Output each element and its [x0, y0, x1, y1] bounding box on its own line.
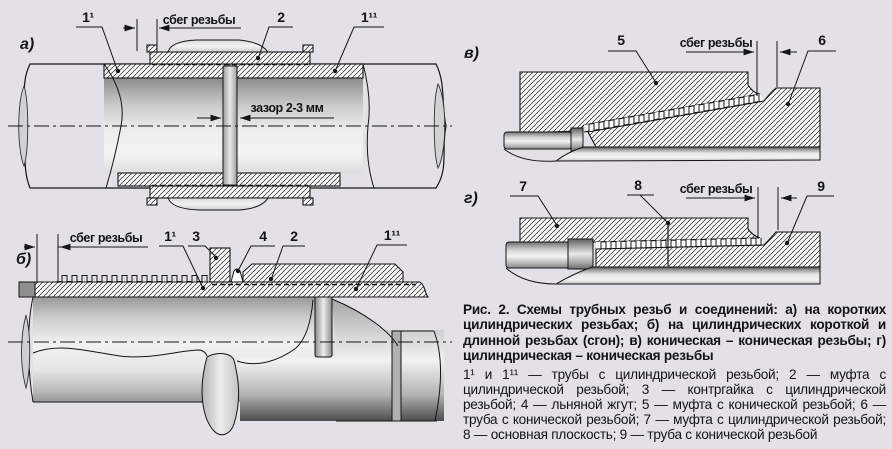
bore-cylinder [503, 131, 573, 150]
figure-caption: Рис. 2. Схемы трубных резьб и соединений… [463, 302, 886, 443]
svg-text:1¹¹: 1¹¹ [384, 227, 401, 243]
svg-text:5: 5 [617, 32, 625, 48]
coupling-edge-ring [314, 295, 333, 358]
label-pipe: 6 [785, 32, 836, 107]
label-strand: 4 [235, 228, 275, 274]
caption-text: Рис. 2. Схемы трубных резьб и соединений… [463, 302, 886, 364]
label-base-plane: 8 [627, 177, 671, 226]
panel-letter-g: г) [464, 190, 478, 207]
locknut-section [209, 247, 231, 283]
svg-text:2: 2 [277, 9, 285, 25]
label-pipe: 9 [784, 178, 834, 246]
svg-text:1¹¹: 1¹¹ [361, 9, 378, 25]
svg-text:6: 6 [818, 32, 826, 48]
break-sweep [505, 267, 557, 285]
svg-text:2: 2 [290, 228, 298, 244]
thread-teeth [57, 275, 208, 282]
break-sweep [503, 148, 557, 162]
thread-teeth [595, 237, 762, 250]
torn-edge-left [32, 347, 208, 358]
pipe-section [595, 231, 821, 268]
pipe-bottom-strip [554, 266, 821, 285]
svg-text:зазор 2-3 мм: зазор 2-3 мм [250, 101, 323, 115]
coupling-section-top [149, 51, 311, 65]
label-pipe-left: 1¹ [159, 228, 206, 291]
thread-teeth [583, 94, 760, 133]
svg-text:8: 8 [634, 177, 642, 193]
coupling-tab [146, 44, 158, 53]
legend-text: 1¹ и 1¹¹ — трубы с цилиндрической резьбо… [463, 366, 886, 443]
torn-edge-right [236, 299, 314, 365]
break-lens-left [18, 84, 29, 168]
svg-text:сбег резьбы: сбег резьбы [163, 13, 236, 27]
panel-letter-a: а) [20, 36, 34, 53]
label-coupling: 2 [255, 9, 293, 61]
svg-text:сбег резьбы: сбег резьбы [680, 36, 753, 50]
inner-pipe-surface [240, 356, 338, 421]
coupling-section-bottom [149, 185, 311, 199]
diagram-b: б) сбег резьбы 1¹ 3 4 2 1¹¹ [8, 227, 452, 436]
dimension-thread-runout: сбег резьбы [24, 231, 148, 283]
thread-seam [596, 238, 764, 249]
label-pipe-right: 1¹¹ [353, 227, 407, 292]
coupling-dome-top [167, 39, 269, 53]
svg-text:сбег резьбы: сбег резьбы [680, 182, 753, 196]
svg-text:7: 7 [519, 178, 527, 194]
dimension-gap: зазор 2-3 мм [197, 101, 334, 122]
diagram-g: г) 7 8 сбег резьбы 9 [464, 177, 834, 285]
label-coupling: 5 [608, 32, 659, 86]
break-lens-right [433, 82, 446, 170]
svg-text:4: 4 [259, 228, 267, 244]
label-pipe-left: 1¹ [76, 9, 121, 74]
break-curve-right [433, 330, 441, 422]
bore-collar [567, 238, 594, 270]
svg-text:1¹: 1¹ [82, 9, 94, 25]
coupling-section [242, 263, 404, 283]
coupling-section [519, 217, 761, 243]
label-pipe-right: 1¹¹ [332, 9, 384, 74]
label-coupling: 2 [268, 228, 305, 282]
coupling-tab [302, 44, 314, 53]
panel-letter-v: в) [464, 45, 479, 62]
dimension-thread-runout: сбег резьбы [680, 36, 797, 96]
diagram-v: в) 5 сбег резьбы 6 [464, 32, 836, 162]
coupling-tab [302, 197, 314, 206]
panel-letter-b: б) [16, 251, 31, 268]
dimension-thread-runout: сбег резьбы [680, 182, 797, 239]
svg-text:3: 3 [192, 228, 200, 244]
threaded-wall-band [34, 281, 430, 298]
svg-text:1¹: 1¹ [164, 228, 176, 244]
coupling-tab [146, 197, 158, 206]
svg-text:9: 9 [817, 178, 825, 194]
svg-text:сбег резьбы: сбег резьбы [70, 231, 143, 245]
break-lens-left [21, 314, 31, 390]
pipe-bottom-strip [554, 146, 821, 162]
pipe-end-cap [18, 281, 36, 298]
bore-cylinder [505, 241, 571, 269]
label-coupling: 7 [510, 178, 560, 229]
coupling-dome-bottom [167, 197, 269, 211]
shoulder-outline [331, 298, 399, 347]
coupling-section [519, 71, 761, 134]
diagram-a: а) 1¹ сбег резьбы 2 1¹¹ зазор 2-3 мм [8, 9, 452, 211]
pipe-section [587, 87, 821, 148]
pipe-end-collar [391, 330, 402, 422]
dimension-thread-runout: сбег резьбы [123, 13, 241, 51]
torn-flap [201, 353, 240, 436]
pipe-right-body [336, 330, 444, 421]
label-locknut: 3 [188, 228, 219, 261]
